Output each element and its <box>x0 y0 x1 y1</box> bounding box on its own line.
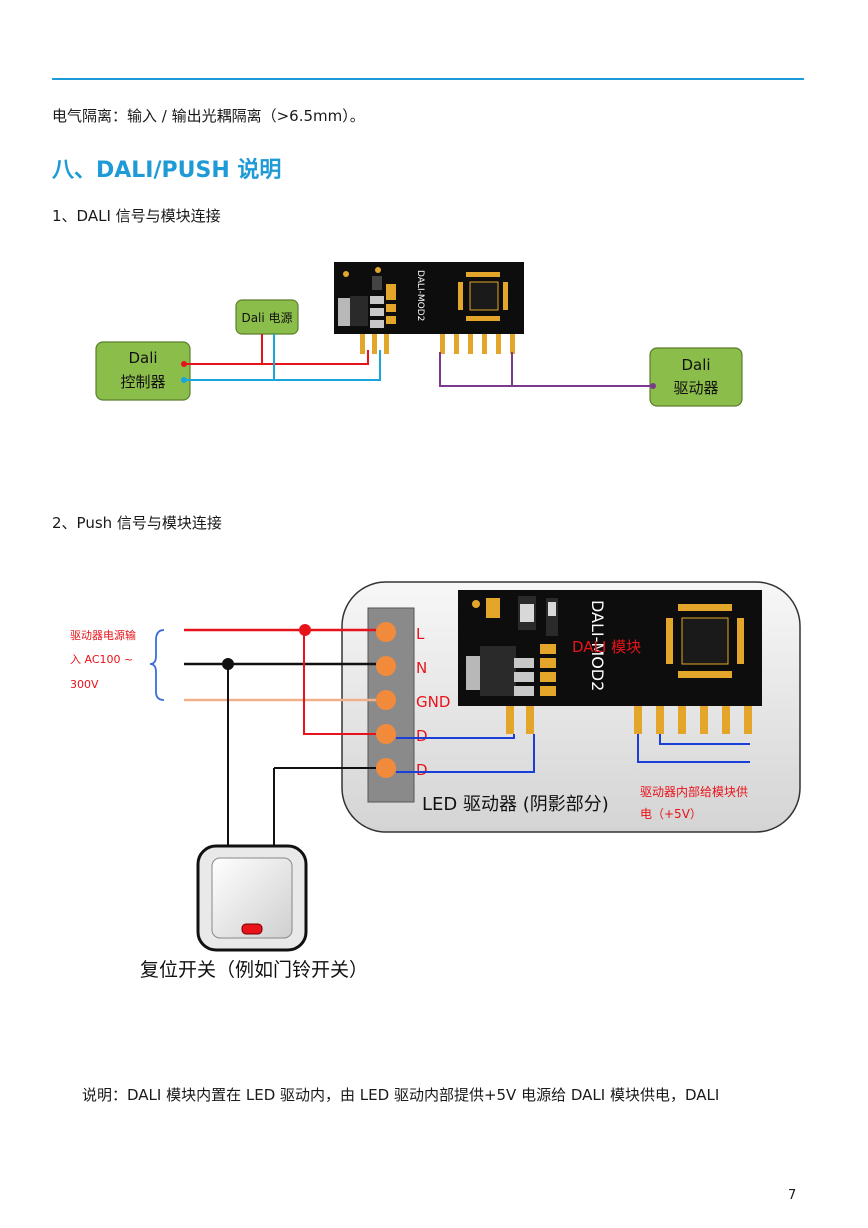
push-board-label: DALI-MOD2 <box>588 600 607 691</box>
dali-power-label: Dali 电源 <box>241 311 292 325</box>
supply-label-line2: 电（+5V） <box>640 807 702 821</box>
pin-label-N: N <box>416 659 427 677</box>
dali-driver-line1: Dali <box>681 356 710 374</box>
dali-module-board <box>334 262 524 354</box>
led-driver-label: LED 驱动器 (阴影部分) <box>422 794 609 815</box>
push-wires <box>184 628 750 848</box>
input-label-line2: 入 AC100 ~ <box>70 653 133 666</box>
pin-label-L: L <box>416 625 425 643</box>
push-diagram: L N GND D D <box>70 581 801 981</box>
terminal-screws <box>376 622 396 778</box>
dali-diagram: DALI-MOD2 Dali 电源 Dali 控制器 Dali 驱动器 <box>95 262 743 407</box>
reset-switch-label: 复位开关（例如门铃开关） <box>140 959 368 981</box>
supply-label-line1: 驱动器内部给模块供 <box>640 784 748 799</box>
section-heading: 八、DALI/PUSH 说明 <box>52 158 282 183</box>
pin-label-D2: D <box>416 761 428 779</box>
note-paragraph: 说明：DALI 模块内置在 LED 驱动内，由 LED 驱动内部提供+5V 电源… <box>82 1086 720 1104</box>
input-label-line3: 300V <box>70 678 99 691</box>
dali-module-label: DALI 模块 <box>572 638 641 656</box>
reset-switch <box>196 844 308 952</box>
push-module-board <box>458 590 762 734</box>
subheading-push: 2、Push 信号与模块连接 <box>52 514 222 532</box>
input-label-line1: 驱动器电源输 <box>70 628 136 642</box>
isolation-paragraph: 电气隔离：输入 / 输出光耦隔离（>6.5mm）。 <box>52 107 365 125</box>
input-bracket <box>149 629 165 701</box>
dali-controller-line1: Dali <box>128 349 157 367</box>
dali-power-box <box>235 299 299 335</box>
dali-driver-line2: 驱动器 <box>673 379 718 397</box>
dali-board-label-small: DALI-MOD2 <box>415 270 425 321</box>
pin-label-D1: D <box>416 727 428 745</box>
header-rule <box>52 78 804 80</box>
dali-wires <box>186 334 652 387</box>
dali-driver-box <box>649 347 743 407</box>
pin-label-GND: GND <box>416 693 450 711</box>
dali-controller-box <box>95 341 191 401</box>
subheading-dali: 1、DALI 信号与模块连接 <box>52 207 221 225</box>
page-number: 7 <box>788 1188 797 1203</box>
dali-controller-line2: 控制器 <box>120 373 165 391</box>
